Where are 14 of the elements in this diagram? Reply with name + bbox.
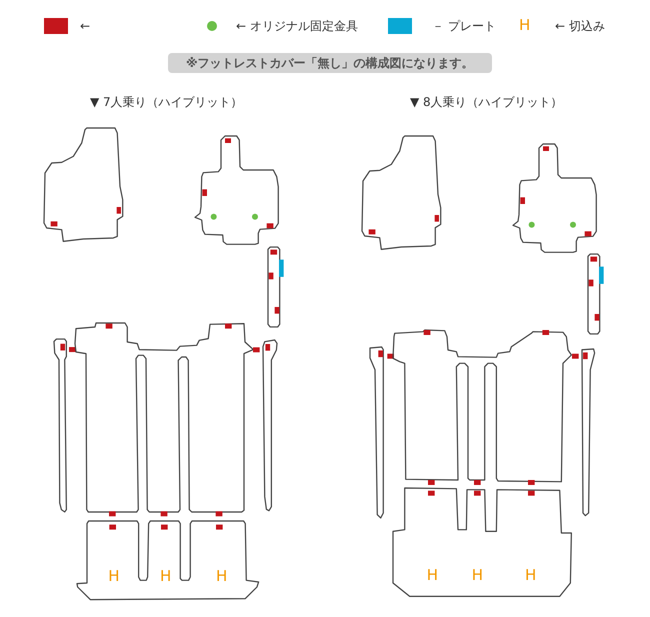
cutout-mark: H [472, 566, 483, 583]
section-heading: ▼ 7人乗り（ハイブリット） [90, 95, 243, 109]
cutout-mark: H [160, 568, 172, 584]
note-banner: ※フットレストカバー「無し」の構成図になります。 [168, 53, 492, 73]
cutout-mark: H [108, 568, 120, 584]
section-heading: ▼ 8人乗り（ハイブリット） [410, 95, 563, 109]
legend-text: － プレート [432, 19, 496, 33]
cutout-mark: H [216, 568, 228, 584]
legend-text: ← 切込み [555, 19, 605, 33]
legend-text: ← オリジナル固定金具 [236, 19, 358, 33]
cutout-mark: H [524, 566, 536, 583]
cutout-mark: H [426, 566, 438, 583]
legend-text: ← [80, 19, 90, 33]
cutout-sample: H [519, 17, 530, 33]
